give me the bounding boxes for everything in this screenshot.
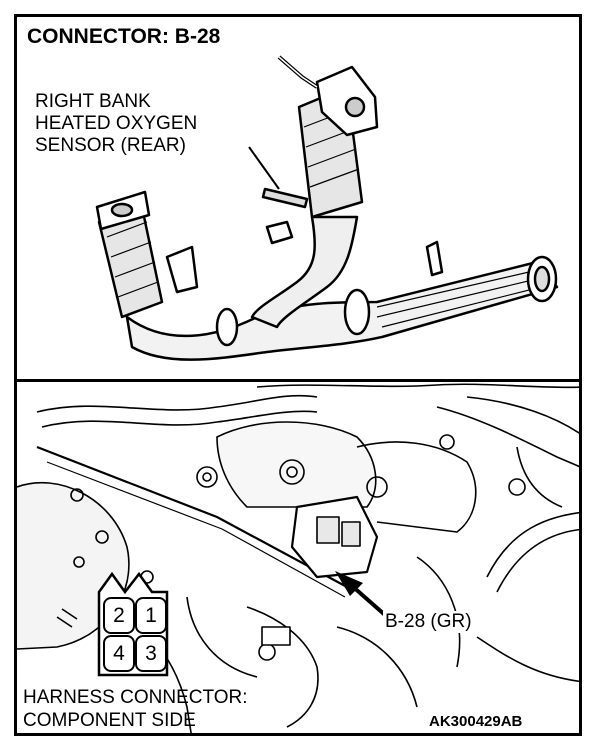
connector-arrow bbox=[335, 571, 387, 617]
sensor-label-line3: SENSOR (REAR) bbox=[35, 135, 186, 156]
harness-label-line1: HARNESS CONNECTOR: bbox=[23, 687, 248, 708]
pin-grid: 2 1 4 3 bbox=[103, 597, 167, 672]
pin-3: 3 bbox=[135, 635, 167, 672]
exhaust-assembly bbox=[95, 55, 559, 361]
connector-title: CONNECTOR: B-28 bbox=[27, 25, 221, 48]
pin-2: 2 bbox=[103, 597, 135, 634]
engine-bay bbox=[17, 383, 579, 733]
pin-4: 4 bbox=[103, 635, 135, 672]
diagram-frame: 2 1 4 3 CONNECTOR: B-28 RIGHT BANK HEATE… bbox=[14, 14, 582, 736]
sensor-label: RIGHT BANK HEATED OXYGEN SENSOR (REAR) bbox=[35, 91, 197, 157]
figure-code: AK300429AB bbox=[429, 713, 523, 730]
sensor-label-line2: HEATED OXYGEN bbox=[35, 113, 198, 134]
harness-label-line2: COMPONENT SIDE bbox=[23, 710, 196, 731]
connector-callout-label: B-28 (GR) bbox=[383, 611, 474, 633]
section-divider bbox=[17, 379, 579, 382]
harness-label: HARNESS CONNECTOR: COMPONENT SIDE bbox=[23, 686, 248, 732]
pin-1: 1 bbox=[135, 597, 167, 634]
illustration bbox=[17, 55, 579, 733]
sensor-label-line1: RIGHT BANK bbox=[35, 91, 151, 112]
